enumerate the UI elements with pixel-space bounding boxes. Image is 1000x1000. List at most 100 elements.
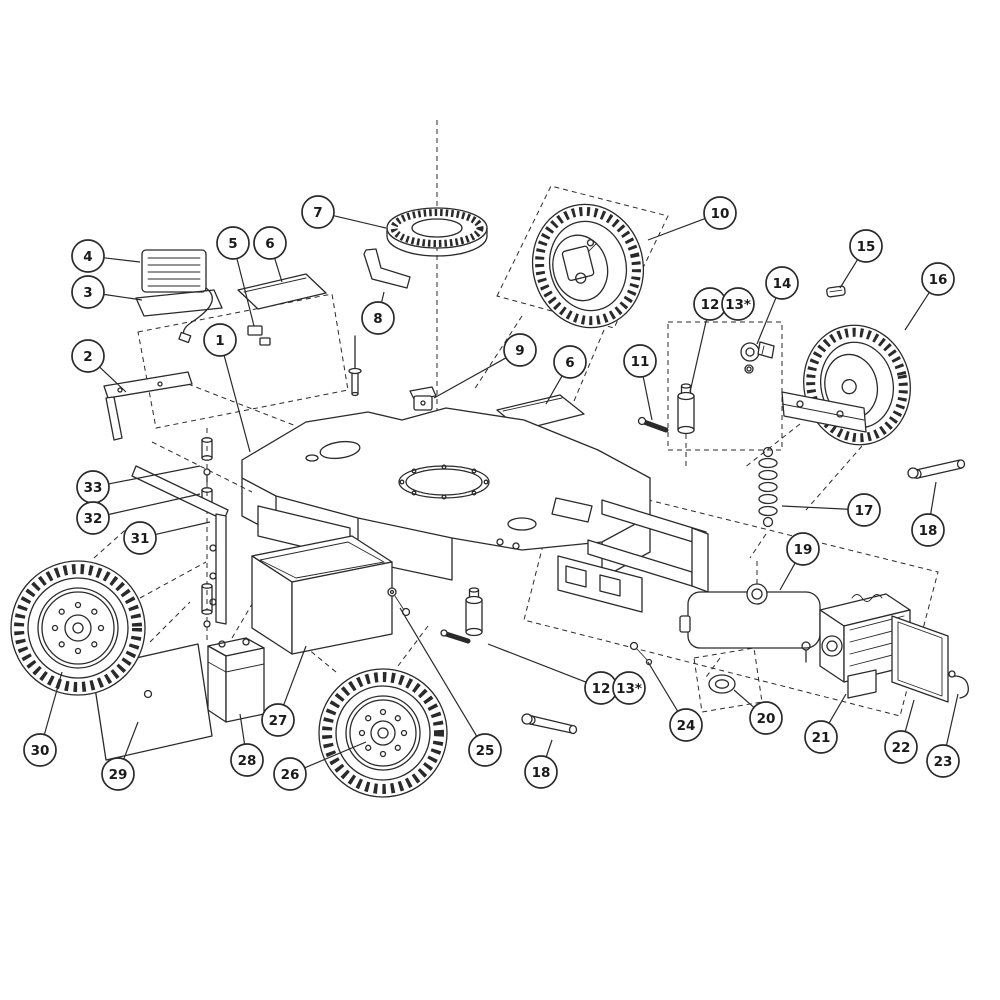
support-channel-31 xyxy=(131,465,229,625)
callout-label-27: 27 xyxy=(269,713,288,729)
callout-leader-3 xyxy=(103,293,143,301)
callout-9: 9 xyxy=(433,333,537,399)
callout-leader-25 xyxy=(399,607,478,737)
callout-balloon-15 xyxy=(849,229,883,263)
callout-12a: 12 xyxy=(689,287,727,393)
callout-label-33: 33 xyxy=(84,480,103,496)
callout-balloon-24 xyxy=(669,708,703,742)
spindle-cylinder-bottom xyxy=(440,587,483,644)
callout-leader-5 xyxy=(236,258,255,327)
callout-29: 29 xyxy=(101,721,139,791)
callout-balloon-2 xyxy=(71,339,105,373)
ring-seal-20 xyxy=(708,674,736,694)
mount-bracket-5 xyxy=(247,325,271,346)
callout-label-16: 16 xyxy=(929,272,948,288)
callout-leader-17 xyxy=(781,505,849,510)
callout-10: 10 xyxy=(647,196,737,241)
callout-leader-4 xyxy=(103,257,141,263)
callout-leader-15 xyxy=(839,259,859,289)
callout-leader-9 xyxy=(433,357,507,399)
callout-leader-12b xyxy=(487,643,587,683)
screw-24 xyxy=(629,641,653,666)
callout-balloon-9 xyxy=(503,333,537,367)
callout-19: 19 xyxy=(779,532,820,591)
callout-label-19: 19 xyxy=(794,542,813,558)
callout-leader-30 xyxy=(43,671,63,735)
callout-label-6a: 6 xyxy=(265,236,274,252)
callout-28: 28 xyxy=(230,713,264,777)
callout-label-29: 29 xyxy=(109,767,128,783)
callout-label-17: 17 xyxy=(855,503,874,519)
spindle-cylinder-top xyxy=(677,383,695,435)
hub-cap-14 xyxy=(740,341,775,374)
callout-balloon-7 xyxy=(301,195,335,229)
callout-leader-18b xyxy=(545,739,553,758)
callout-balloon-3 xyxy=(71,275,105,309)
callout-8: 8 xyxy=(361,291,395,335)
callout-label-10: 10 xyxy=(711,206,730,222)
latch-9 xyxy=(409,386,437,411)
callout-label-21: 21 xyxy=(812,730,831,746)
callout-1: 1 xyxy=(203,323,251,453)
callout-leader-33 xyxy=(108,465,201,485)
callout-5: 5 xyxy=(216,226,255,327)
callout-balloon-4 xyxy=(71,239,105,273)
callout-balloon-19 xyxy=(786,532,820,566)
callout-leader-18a xyxy=(930,481,937,515)
callout-label-6b: 6 xyxy=(565,355,574,371)
ring-bearing-part xyxy=(386,207,488,257)
callout-33: 33 xyxy=(76,465,201,504)
callout-label-25: 25 xyxy=(476,743,495,759)
callout-3: 3 xyxy=(71,275,143,309)
callout-20: 20 xyxy=(733,689,783,735)
spring-17 xyxy=(758,446,778,528)
callout-26: 26 xyxy=(273,741,367,791)
callout-label-4: 4 xyxy=(83,249,92,265)
callout-16: 16 xyxy=(904,262,955,331)
hook-23 xyxy=(948,670,969,699)
callout-balloon-17 xyxy=(847,493,881,527)
frame-bracket-2 xyxy=(103,371,193,441)
callout-label-8: 8 xyxy=(373,311,382,327)
callout-leader-28 xyxy=(239,713,246,745)
callout-leader-2 xyxy=(99,366,127,393)
callout-label-31: 31 xyxy=(131,531,150,547)
callout-30: 30 xyxy=(23,671,63,767)
callout-label-26: 26 xyxy=(281,767,300,783)
callout-13b: 13* xyxy=(612,671,646,705)
callout-label-30: 30 xyxy=(31,743,50,759)
callout-leader-31 xyxy=(155,521,211,536)
callout-leader-32 xyxy=(108,493,201,516)
callout-15: 15 xyxy=(839,229,883,289)
wheel-rear-left xyxy=(318,668,448,798)
callout-label-32: 32 xyxy=(84,511,103,527)
callout-12b: 12 xyxy=(487,643,618,705)
cover-plate-top xyxy=(237,273,327,310)
callout-label-20: 20 xyxy=(757,711,776,727)
callout-label-23: 23 xyxy=(934,754,953,770)
callout-21: 21 xyxy=(804,693,847,754)
callout-label-11: 11 xyxy=(631,354,650,370)
callout-label-22: 22 xyxy=(892,740,911,756)
callout-leader-1 xyxy=(223,355,251,453)
callout-label-14: 14 xyxy=(773,276,792,292)
callout-6a: 6 xyxy=(253,226,287,283)
callout-leader-16 xyxy=(904,292,930,331)
callout-balloon-20 xyxy=(749,701,783,735)
callout-balloon-28 xyxy=(230,743,264,777)
side-panel-22 xyxy=(891,615,949,703)
callout-balloon-10 xyxy=(703,196,737,230)
callout-32: 32 xyxy=(76,493,201,535)
callout-balloon-29 xyxy=(101,757,135,791)
battery-charger xyxy=(135,249,223,344)
callout-leader-22 xyxy=(904,699,915,732)
callout-leader-11 xyxy=(642,376,653,421)
callout-6b: 6 xyxy=(545,345,587,405)
callout-17: 17 xyxy=(781,493,881,527)
callout-label-18b: 18 xyxy=(532,765,551,781)
callout-balloon-25 xyxy=(468,733,502,767)
callout-label-1: 1 xyxy=(215,333,224,349)
wheel-front-left xyxy=(10,560,146,696)
callout-31: 31 xyxy=(123,521,211,555)
callout-leader-29 xyxy=(123,721,139,760)
